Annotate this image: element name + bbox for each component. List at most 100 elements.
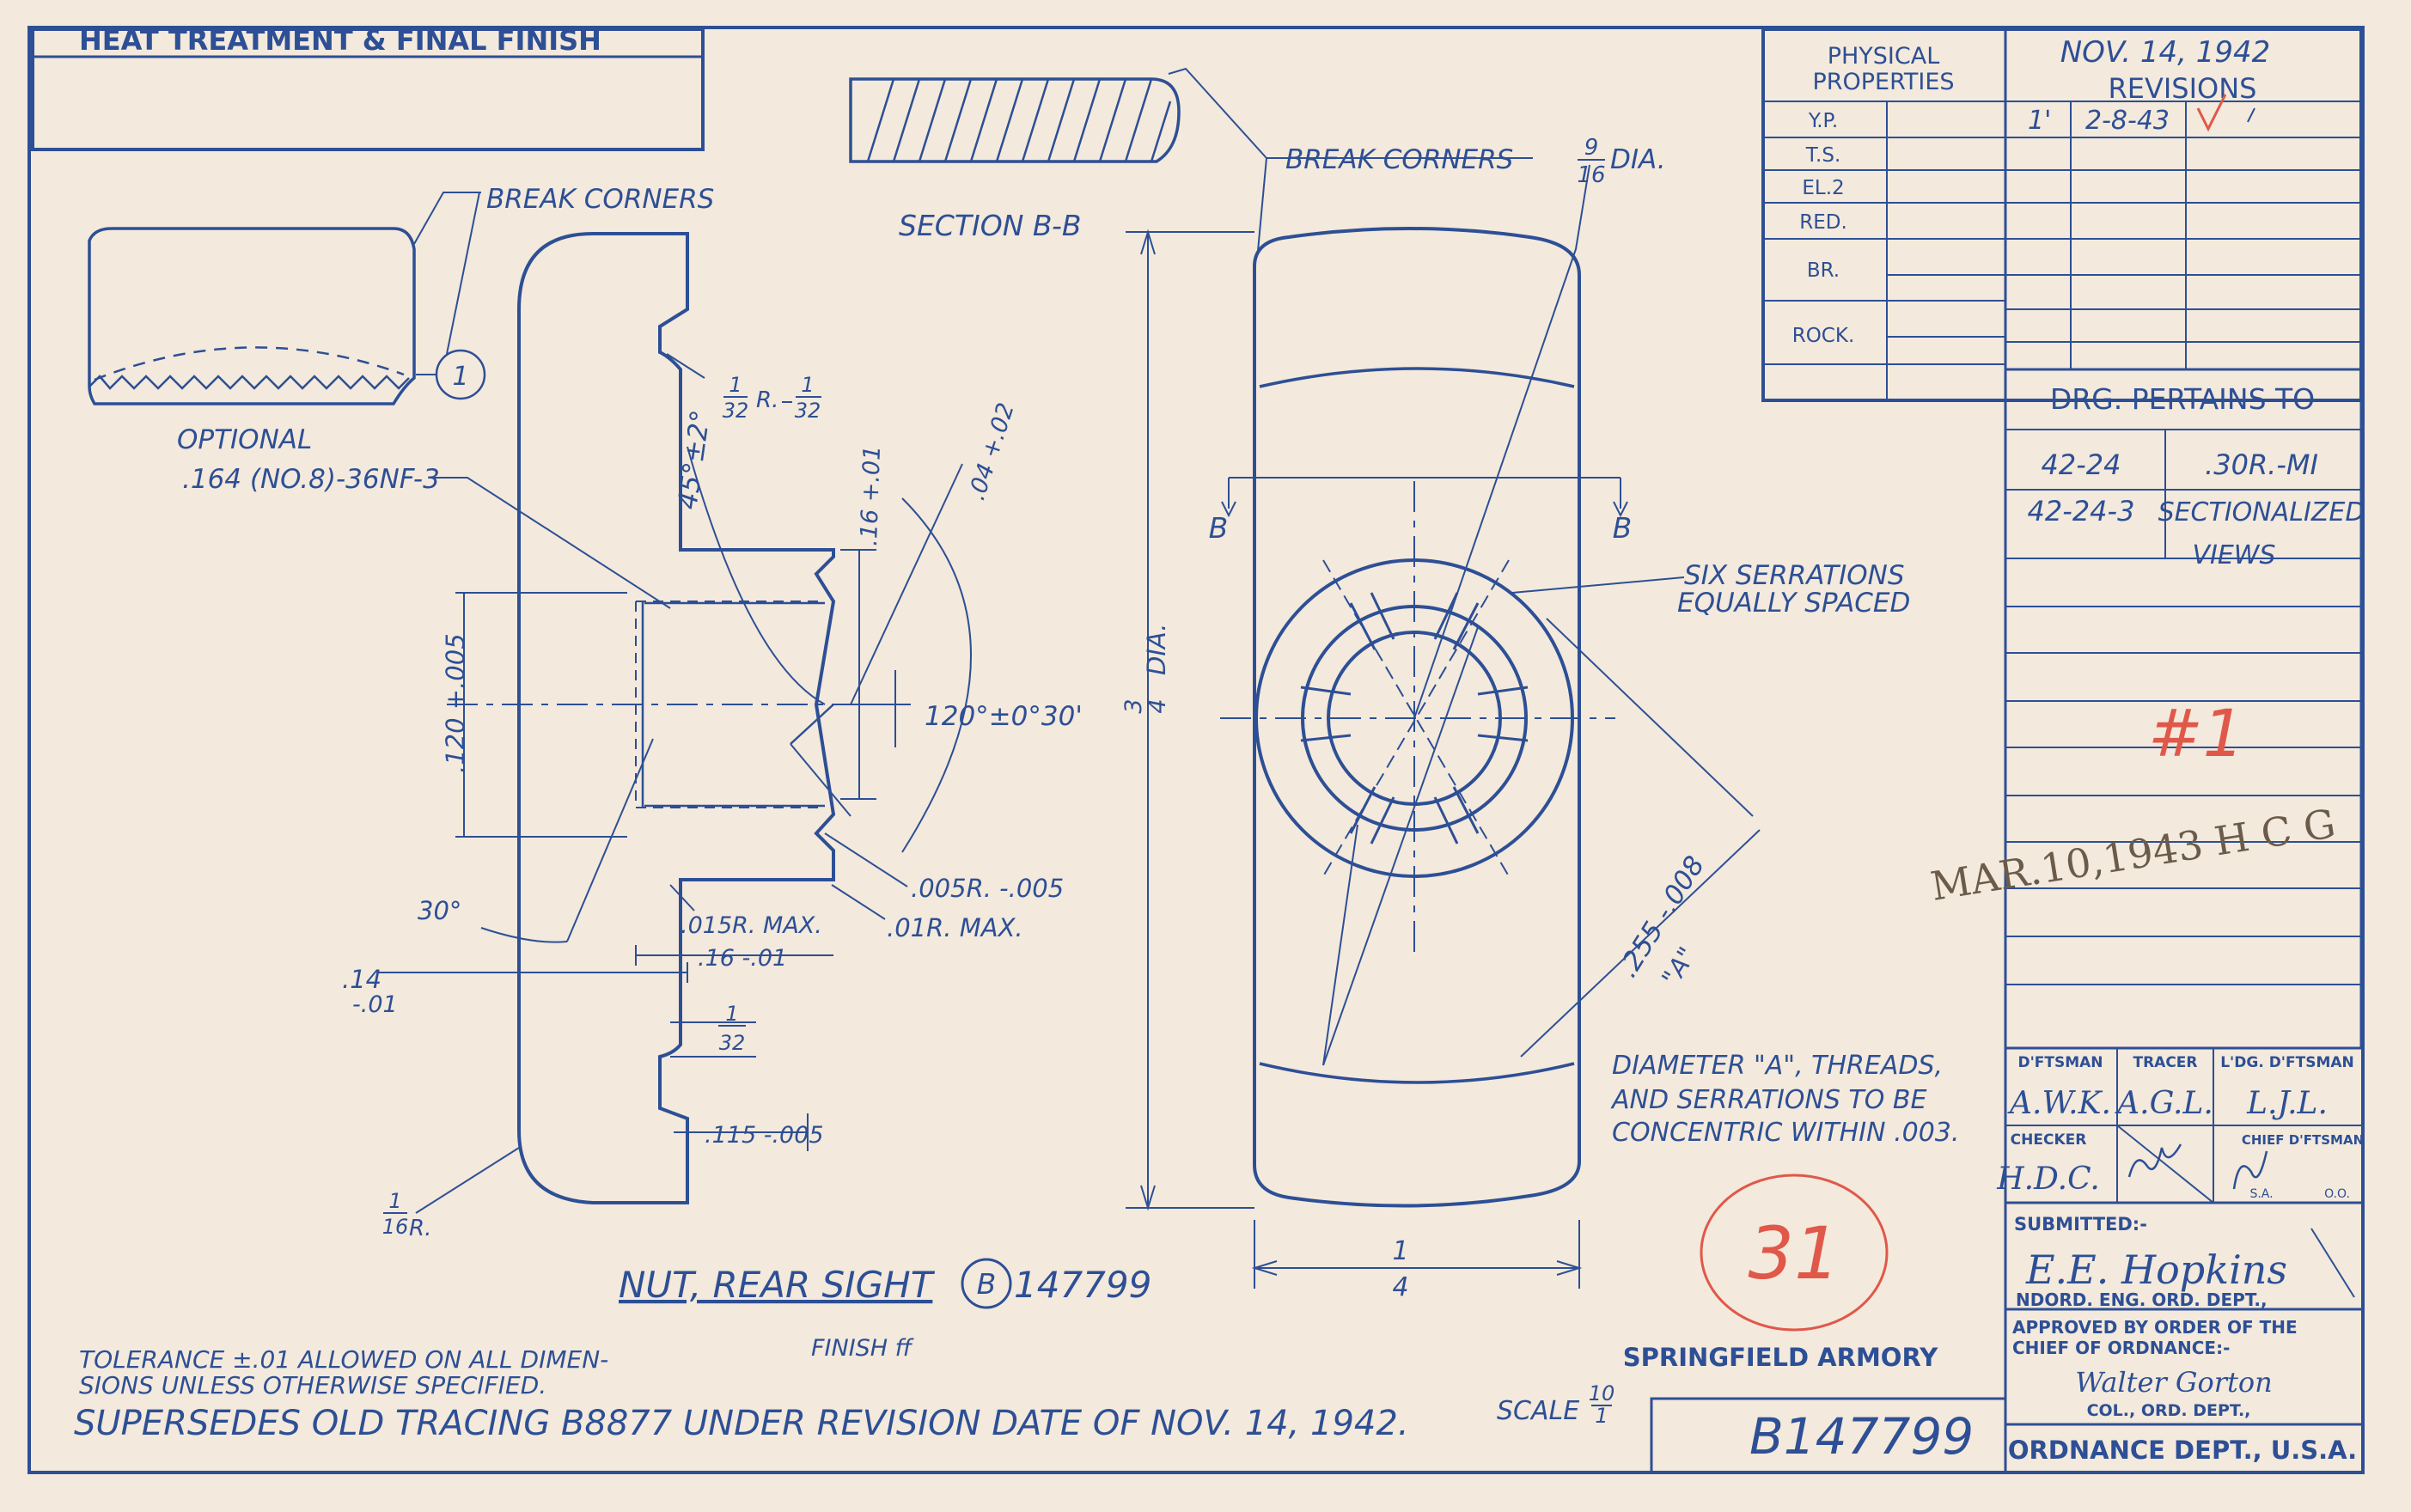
dim-30-label: 30° xyxy=(418,896,461,925)
red-circle xyxy=(1700,1174,1889,1332)
approved-signature: Walter Gorton xyxy=(2075,1366,2273,1399)
circle-one-label: 1 xyxy=(452,362,468,392)
break-corners-label-1: BREAK CORNERS xyxy=(486,184,714,215)
dim-a-label: "A" xyxy=(1656,942,1701,991)
scale-num: 10 xyxy=(1589,1381,1615,1405)
width-den: 4 xyxy=(1392,1272,1408,1302)
dim-16r-num: 1 xyxy=(388,1189,401,1213)
dim-14-label: .14 xyxy=(342,965,381,994)
r-32-den: 32 xyxy=(723,399,749,423)
dim-115-label: .115 -.005 xyxy=(705,1122,824,1149)
dia-3-label: DIA. xyxy=(1142,624,1171,675)
dim-16r-den: 16 xyxy=(382,1215,409,1239)
dia-9-num: 9 xyxy=(1584,135,1599,161)
tolerance-note-1: TOLERANCE ±.01 ALLOWED ON ALL DIMEN- xyxy=(79,1345,608,1374)
approved-dept: COL., ORD. DEPT., xyxy=(2087,1401,2251,1420)
dim-01r-label: .01R. MAX. xyxy=(887,913,1023,942)
submitted-dept: NDORD. ENG. ORD. DEPT., xyxy=(2016,1289,2268,1310)
dia-9-den: 16 xyxy=(1577,162,1605,188)
supersedes-note: SUPERSEDES OLD TRACING B8877 UNDER REVIS… xyxy=(74,1404,1409,1443)
dim-16-label: .16 +.01 xyxy=(856,445,886,546)
break-corners-label-2: BREAK CORNERS xyxy=(1285,144,1513,175)
pertains-desc-1: .30R.-MI xyxy=(2205,448,2318,481)
drawing-date: NOV. 14, 1942 xyxy=(2060,35,2271,70)
concentric-note-3: CONCENTRIC WITHIN .003. xyxy=(1612,1118,1959,1148)
r-32-tol-num: 1 xyxy=(801,373,814,397)
dftsman-label: D'FTSMAN xyxy=(2017,1054,2103,1071)
r-32-num: 1 xyxy=(729,373,742,397)
dim-14-tol-label: -.01 xyxy=(352,991,398,1018)
side-view-dimension-lines xyxy=(378,353,972,1214)
b-right-label: B xyxy=(1613,511,1633,545)
dim-120-dia-label: .120 +.005 xyxy=(441,633,470,773)
revisions-label: REVISIONS xyxy=(2109,72,2257,105)
finish-label: FINISH ff xyxy=(811,1335,914,1362)
date-stamp: MAR.10,1943 H C G xyxy=(1927,800,2338,910)
dim-1-32-num: 1 xyxy=(725,1002,738,1026)
serrations-label-2: EQUALLY SPACED xyxy=(1677,588,1910,619)
property-br: BR. xyxy=(1807,259,1840,282)
drg-pertains-block xyxy=(2004,368,2363,1050)
checker-initials: H.D.C. xyxy=(1996,1161,2100,1197)
springfield-armory: SPRINGFIELD ARMORY xyxy=(1623,1343,1938,1372)
dia-9-label: DIA. xyxy=(1610,144,1666,175)
ldg-dftsman-label: L'DG. D'FTSMAN xyxy=(2220,1054,2354,1071)
submitted-signature: E.E. Hopkins xyxy=(2025,1247,2287,1293)
dim-015r-label: .015R. MAX. xyxy=(681,912,822,939)
checker-label: CHECKER xyxy=(2011,1131,2087,1149)
b-left-label: B xyxy=(1209,511,1229,545)
revision-tick xyxy=(2247,107,2255,123)
serrations-label-1: SIX SERRATIONS xyxy=(1684,560,1905,591)
part-letter: B xyxy=(977,1267,997,1301)
r-32-tol-den: 32 xyxy=(795,399,821,423)
pertains-desc-3: VIEWS xyxy=(2192,540,2275,570)
heat-treatment-box: HEAT TREATMENT & FINAL FINISH xyxy=(31,24,705,151)
scale-label: SCALE xyxy=(1497,1396,1579,1426)
red-revision-mark: #1 xyxy=(2148,695,2244,771)
property-rock: ROCK. xyxy=(1792,325,1855,347)
property-red: RED. xyxy=(1799,211,1847,234)
drawing-number: B147799 xyxy=(1749,1407,1974,1466)
dia-3-num: 3 xyxy=(1120,698,1147,713)
r-32-r: R. xyxy=(756,387,778,413)
tracer-label: TRACER xyxy=(2133,1054,2197,1071)
side-section-view xyxy=(447,232,859,1204)
pertains-desc-2: SECTIONALIZED xyxy=(2158,497,2365,527)
dia-3-den: 4 xyxy=(1144,698,1171,713)
ldg-initials: L.J.L. xyxy=(2246,1086,2328,1121)
dim-04-label: .04 +.02 xyxy=(963,399,1020,503)
revision-check-mark xyxy=(2196,94,2227,132)
pertains-code-1: 42-24 xyxy=(2042,448,2121,481)
dim-16b-label: .16 -.01 xyxy=(698,945,787,972)
drawing-number-box xyxy=(1650,1397,2007,1474)
break-corner-detail xyxy=(88,192,486,405)
approved-line-2: CHIEF OF ORDNANCE:- xyxy=(2012,1338,2230,1358)
section-b-b-label: SECTION B-B xyxy=(899,209,1082,242)
tolerance-note-2: SIONS UNLESS OTHERWISE SPECIFIED. xyxy=(79,1371,546,1399)
sheet-border xyxy=(27,26,2365,1474)
checker-signature-scribble xyxy=(2127,1143,2268,1190)
heat-treatment-label: HEAT TREATMENT & FINAL FINISH xyxy=(79,24,601,57)
oo-label: O.O. xyxy=(2324,1187,2350,1201)
front-view-center-lines xyxy=(1126,164,1761,1289)
tracer-initials: A.G.L. xyxy=(2115,1086,2213,1121)
property-labels: Y.P. T.S. EL.2 RED. BR. ROCK. xyxy=(1792,110,1855,347)
physical-label-1: PHYSICAL xyxy=(1828,43,1940,70)
concentric-note-1: DIAMETER "A", THREADS, xyxy=(1612,1051,1943,1081)
dim-1-32-den: 32 xyxy=(719,1031,746,1055)
red-circle-number: 31 xyxy=(1749,1211,1840,1296)
concentric-note-2: AND SERRATIONS TO BE xyxy=(1610,1085,1926,1115)
part-name: NUT, REAR SIGHT xyxy=(619,1264,936,1306)
submitted-label: SUBMITTED:- xyxy=(2014,1214,2147,1235)
scale-den: 1 xyxy=(1595,1404,1608,1428)
pertains-code-2: 42-24-3 xyxy=(2028,495,2135,527)
dftsman-initials: A.W.K. xyxy=(2007,1086,2111,1121)
physical-label-2: PROPERTIES xyxy=(1812,69,1954,95)
property-el2: EL.2 xyxy=(1802,177,1844,199)
front-view xyxy=(1253,227,1581,1208)
chief-dftsman-label: CHIEF D'FTSMAN xyxy=(2242,1132,2364,1148)
approved-line-1: APPROVED BY ORDER OF THE xyxy=(2012,1317,2298,1338)
revision-number: 1' xyxy=(2028,106,2051,136)
ordnance-dept: ORDNANCE DEPT., U.S.A. xyxy=(2008,1436,2357,1465)
drg-pertains-label: DRG. PERTAINS TO xyxy=(2050,382,2315,416)
